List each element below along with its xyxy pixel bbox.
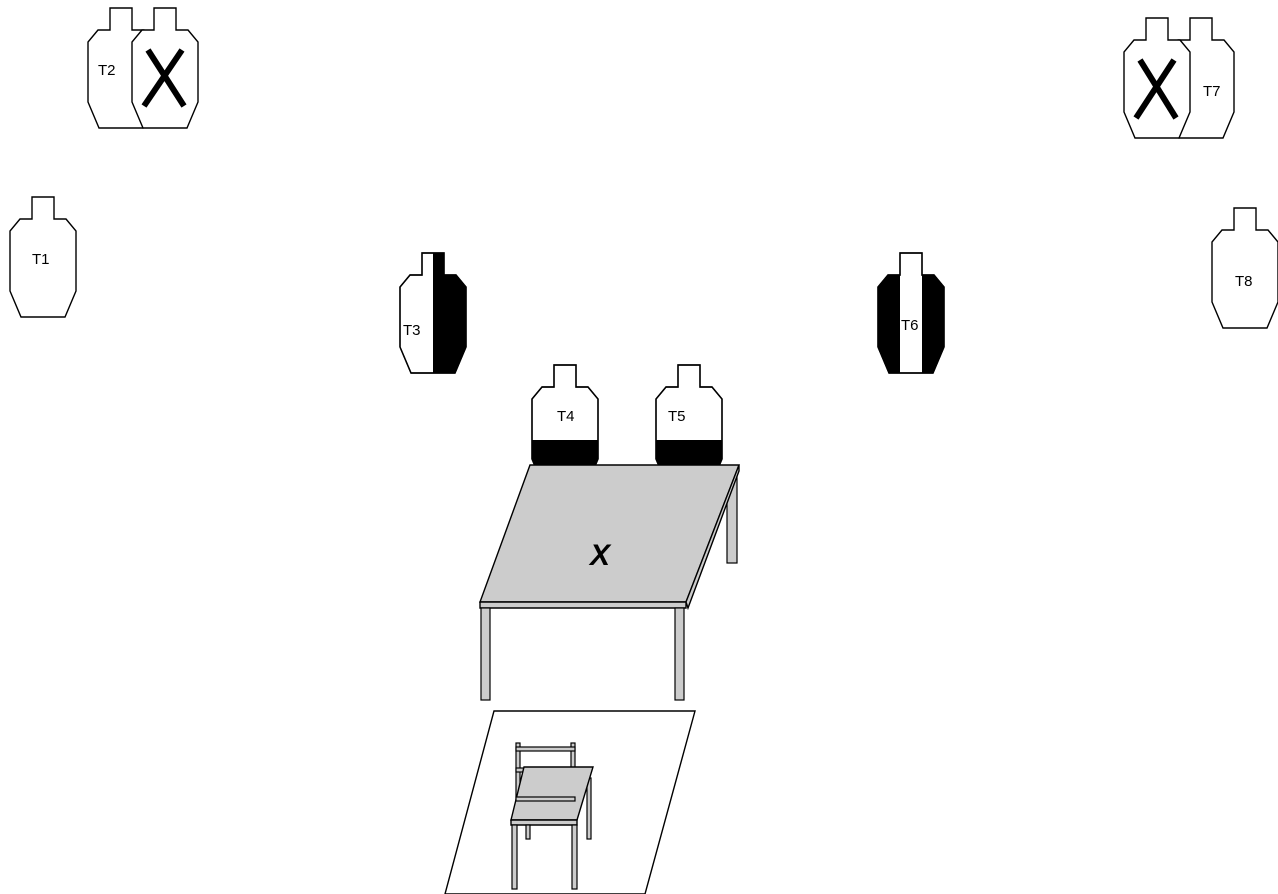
target-t4: T4 [531,364,599,486]
target-t6-label: T6 [901,317,919,334]
target-t3-label: T3 [403,322,421,339]
table: X [478,464,741,701]
target-t1: T1 [9,196,77,318]
target-t8-label: T8 [1235,273,1253,290]
hard-cover [656,440,722,465]
table-leg-front-right [674,607,685,701]
hard-cover-left [878,253,900,373]
target-t2: T2 [87,7,155,129]
target-t4-label: T4 [557,408,575,425]
table-leg-front-left [480,607,491,701]
hard-cover [532,440,598,465]
target-t6: T6 [877,252,945,374]
chair-back-rail [515,796,576,802]
chair-leg-front-left [511,824,518,890]
chair [510,742,594,890]
chair-seat [510,766,594,821]
no-shoot-x-stroke [1137,58,1179,120]
hard-cover-right [922,253,944,373]
no-shoot-target-right [1123,17,1191,139]
target-t3: T3 [399,252,467,374]
chair-leg-front-right [571,824,578,890]
no-shoot-x-stroke [145,48,187,108]
target-t7: T7 [1167,17,1235,139]
chair-back-rail [515,746,576,752]
chair-seat-edge [510,819,578,826]
target-t5-label: T5 [668,408,686,425]
table-top [478,464,741,603]
chair-leg-back-left [525,824,531,840]
target-t1-label: T1 [32,251,50,268]
shooting-box [444,710,696,894]
table-side-edge [685,464,740,611]
target-t5: T5 [655,364,723,486]
target-t8: T8 [1211,207,1278,329]
table-top-edge [479,601,687,609]
target-t7-label: T7 [1203,83,1221,100]
start-position-mark: X [588,539,612,572]
no-shoot-target-left [131,7,199,129]
target-t2-label: T2 [98,62,116,79]
